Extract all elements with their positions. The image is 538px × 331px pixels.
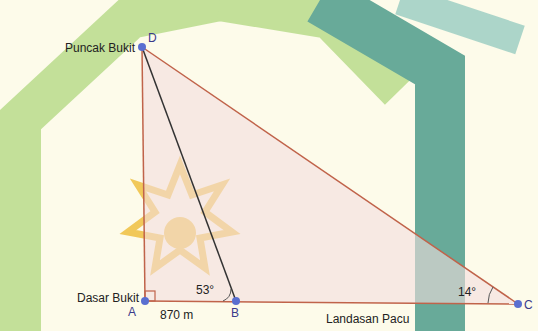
point <box>138 43 146 51</box>
point-label: D <box>148 32 157 44</box>
point <box>514 300 522 308</box>
side-db <box>142 47 236 301</box>
side-da <box>142 47 145 301</box>
point-label: B <box>231 307 239 319</box>
angle-arc <box>488 287 493 303</box>
side-ac <box>145 301 518 304</box>
watermark <box>20 0 520 331</box>
place-label: Dasar Bukit <box>77 292 139 304</box>
angle-label: 53° <box>196 284 214 296</box>
triangle-fill <box>142 47 518 304</box>
point-label: A <box>128 306 136 318</box>
place-label: Landasan Pacu <box>326 313 409 325</box>
point-label: C <box>524 299 533 311</box>
dimension-label: 870 m <box>160 309 193 321</box>
point <box>232 297 240 305</box>
angle-arc <box>223 289 231 301</box>
side-dc <box>142 47 518 304</box>
angle-label: 14° <box>458 286 476 298</box>
place-label: Puncak Bukit <box>65 42 135 54</box>
point <box>141 297 149 305</box>
